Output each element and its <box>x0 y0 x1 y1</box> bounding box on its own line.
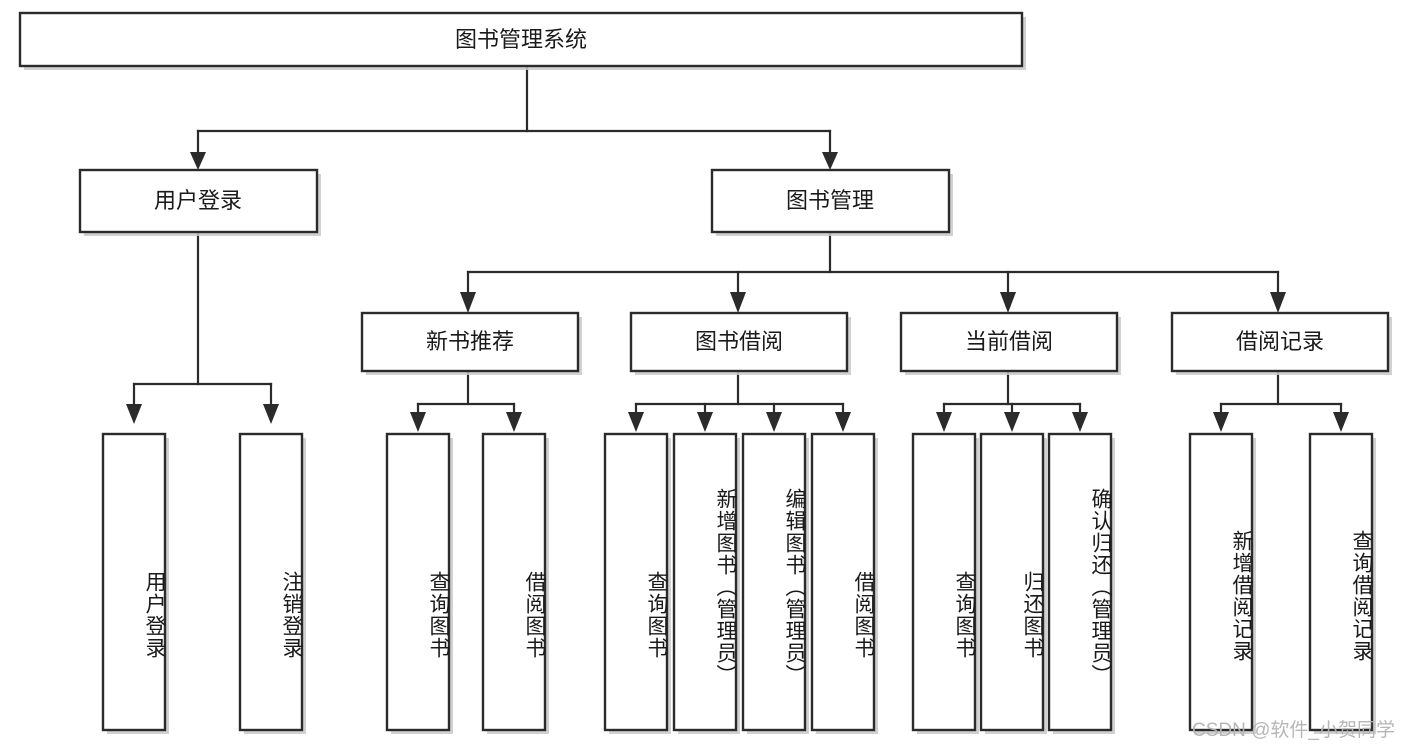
node-root[interactable]: 图书管理系统 <box>18 11 1026 70</box>
leaf-add-record-box <box>1188 432 1254 732</box>
arrow-to-new-book-rec <box>460 292 476 313</box>
book-borrow-label: 图书借阅 <box>695 329 783 354</box>
book-management-box <box>710 168 951 234</box>
arrow-to-leaf-edit-book <box>766 412 782 432</box>
arrow-to-leaf-logout <box>263 404 279 424</box>
node-leaf-return-book[interactable] <box>979 432 1047 734</box>
node-leaf-query-book-a[interactable] <box>385 432 453 734</box>
node-leaf-confirm-return[interactable] <box>1047 432 1115 734</box>
leaf-confirm-return-box <box>1047 432 1113 732</box>
arrow-to-user-login <box>190 152 206 170</box>
arrow-to-book-borrow <box>730 292 746 313</box>
node-book-management[interactable]: 图书管理 <box>710 168 953 236</box>
current-borrow-label: 当前借阅 <box>965 329 1053 354</box>
node-leaf-add-book[interactable] <box>672 432 740 734</box>
arrow-to-leaf-return-book <box>1004 412 1020 432</box>
node-leaf-add-record[interactable] <box>1188 432 1256 734</box>
leaf-edit-book-box <box>741 432 807 732</box>
leaf-logout-box <box>238 432 304 732</box>
node-new-book-recommend[interactable]: 新书推荐 <box>360 311 582 375</box>
node-book-borrow[interactable]: 图书借阅 <box>629 311 851 375</box>
arrow-to-leaf-query-record <box>1333 412 1349 432</box>
arrow-to-leaf-add-record <box>1213 412 1229 432</box>
arrow-to-leaf-confirm-return <box>1072 412 1088 432</box>
arrow-to-leaf-query-book-a <box>410 412 426 432</box>
csdn-watermark: CSDN @软件_小贺同学 <box>1192 720 1395 741</box>
current-borrow-box <box>899 311 1119 373</box>
node-leaf-query-record[interactable] <box>1308 432 1376 734</box>
user-login-label: 用户登录 <box>154 188 242 213</box>
node-leaf-user-login[interactable] <box>101 432 169 734</box>
arrow-to-leaf-query-book-c <box>936 412 952 432</box>
leaf-query-book-a-box <box>385 432 451 732</box>
new-book-recommend-box <box>360 311 580 373</box>
arrow-to-leaf-add-book <box>697 412 713 432</box>
arrow-to-leaf-borrow-book-a <box>506 412 522 432</box>
book-management-label: 图书管理 <box>786 188 874 213</box>
borrow-record-box <box>1170 311 1390 373</box>
arrow-to-current-borrow <box>1000 292 1016 313</box>
node-user-login[interactable]: 用户登录 <box>78 168 321 236</box>
root-label: 图书管理系统 <box>455 27 587 52</box>
arrow-to-leaf-borrow-book-b <box>835 412 851 432</box>
node-leaf-logout[interactable] <box>238 432 306 734</box>
node-leaf-borrow-book-b[interactable] <box>810 432 878 734</box>
node-leaf-edit-book[interactable] <box>741 432 809 734</box>
node-leaf-query-book-b[interactable] <box>603 432 671 734</box>
new-book-recommend-label: 新书推荐 <box>426 329 514 354</box>
leaf-borrow-book-b-box <box>810 432 876 732</box>
leaf-query-book-b-box <box>603 432 669 732</box>
leaf-borrow-book-a-box <box>481 432 547 732</box>
leaf-query-book-c-box <box>911 432 977 732</box>
borrow-record-label: 借阅记录 <box>1236 329 1324 354</box>
root-box <box>18 11 1024 68</box>
leaf-return-book-box <box>979 432 1045 732</box>
arrow-to-leaf-user-login <box>126 404 142 424</box>
leaf-boxes-group <box>101 432 1376 734</box>
node-current-borrow[interactable]: 当前借阅 <box>899 311 1121 375</box>
book-borrow-box <box>629 311 849 373</box>
leaf-user-login-box <box>101 432 167 732</box>
leaf-add-book-box <box>672 432 738 732</box>
connector-group <box>126 64 1349 432</box>
arrow-to-book-management <box>822 152 838 170</box>
node-borrow-record[interactable]: 借阅记录 <box>1170 311 1392 375</box>
node-leaf-borrow-book-a[interactable] <box>481 432 549 734</box>
node-leaf-query-book-c[interactable] <box>911 432 979 734</box>
leaf-query-record-box <box>1308 432 1374 732</box>
user-login-box <box>78 168 319 234</box>
arrow-to-leaf-query-book-b <box>628 412 644 432</box>
arrow-to-borrow-record <box>1270 292 1286 313</box>
